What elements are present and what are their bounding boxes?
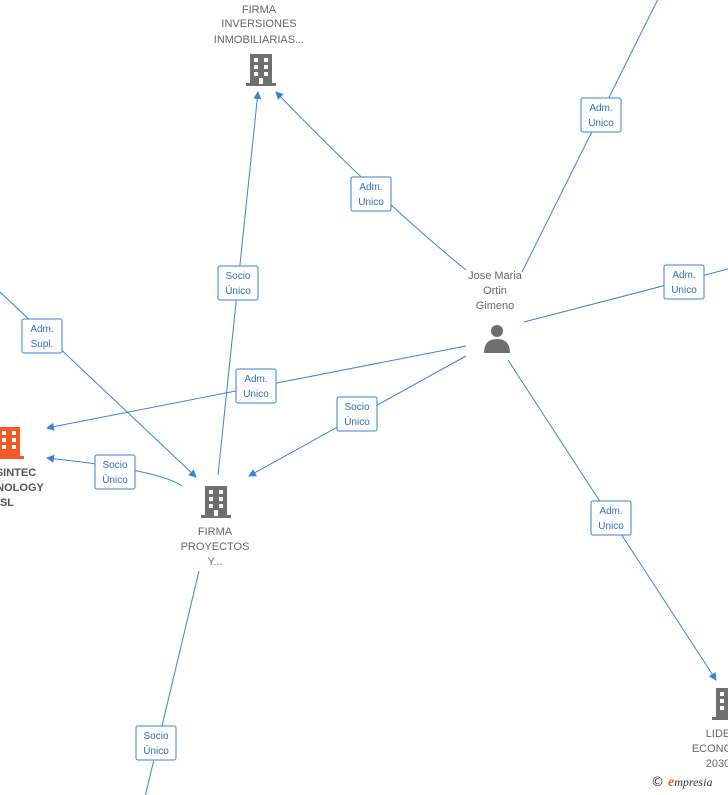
edge-label-line: Único (225, 284, 251, 297)
edge-label-line: Adm. (244, 374, 267, 385)
edge-label-line: Unico (671, 285, 697, 296)
edge-label-line: Socio (143, 731, 168, 742)
edge-label-line: Único (102, 473, 128, 486)
node-label-line: Jose Maria (468, 270, 523, 282)
edge-label-jose-inversiones[interactable]: Adm. Unico (350, 176, 392, 212)
node-label-line: INVERSIONES (221, 18, 296, 30)
empresia-brand[interactable]: © empresia (651, 775, 712, 791)
node-label-line: NOLOGY (0, 482, 44, 494)
node-jose-maria[interactable]: Jose Maria Ortin Gimeno (468, 270, 523, 353)
edge-label-jose-lider[interactable]: Adm. Unico (590, 500, 632, 536)
node-label-line: SINTEC (0, 467, 36, 479)
edge-label-line: Socio (225, 271, 250, 282)
node-label-line: Y... (207, 556, 222, 568)
edge-label-line: Adm. (599, 506, 622, 517)
node-label-line: Ortin (483, 285, 507, 297)
person-icon (484, 325, 510, 353)
building-icon (246, 54, 276, 86)
node-label-line: ECONO (692, 743, 728, 755)
edge-label-bottom-proyectos[interactable]: Socio Único (135, 725, 177, 761)
edge-label-line: Supl. (31, 339, 54, 350)
building-icon (201, 486, 231, 518)
edge-label-line: Único (143, 744, 169, 757)
node-inversiones[interactable]: FIRMA INVERSIONES INMOBILIARIAS... (214, 4, 304, 86)
edge-bottom-proyectos[interactable] (144, 570, 200, 795)
edge-label-line: Unico (243, 389, 269, 400)
node-label-line: FIRMA (198, 526, 233, 538)
edge-label-line: Único (344, 415, 370, 428)
edge-proyectos-sintec[interactable] (46, 454, 183, 487)
edge-label-line: Adm. (30, 324, 53, 335)
building-icon (712, 688, 728, 720)
node-label-line: FIRMA (242, 4, 277, 16)
edge-labels: Adm. Unico Socio Único Adm. Unico Adm. U… (21, 97, 705, 761)
edge-label-topleft-proyectos[interactable]: Adm. Supl. (21, 318, 63, 354)
node-label-line: INMOBILIARIAS... (214, 34, 304, 46)
node-label-line: 2030 (706, 758, 728, 770)
edge-label-jose-topright[interactable]: Adm. Unico (580, 97, 622, 133)
node-sintec[interactable]: SINTEC NOLOGY SL (0, 427, 44, 509)
edge-label-proyectos-inversiones[interactable]: Socio Único (217, 265, 259, 301)
edge-jose-topright[interactable] (521, 0, 660, 273)
edge-label-line: Unico (598, 521, 624, 532)
brand-name: mpresia (674, 775, 713, 789)
copyright-symbol: © (651, 775, 664, 790)
edge-label-line: Unico (588, 118, 614, 129)
brand-initial: e (668, 775, 675, 790)
edge-label-line: Adm. (672, 270, 695, 281)
building-icon (0, 427, 24, 459)
edge-label-line: Socio (102, 460, 127, 471)
node-label-line: LIDE (706, 728, 728, 740)
edge-label-jose-sintec[interactable]: Adm. Unico (235, 368, 277, 404)
edge-label-proyectos-sintec[interactable]: Socio Único (94, 454, 136, 490)
edge-label-jose-right[interactable]: Adm. Unico (663, 264, 705, 300)
edge-label-line: Adm. (589, 103, 612, 114)
node-label-line: SL (0, 497, 14, 509)
node-label-line: Gimeno (476, 300, 515, 312)
edge-label-line: Socio (344, 402, 369, 413)
edge-label-line: Unico (358, 197, 384, 208)
node-label-line: PROYECTOS (181, 541, 250, 553)
edge-label-jose-proyectos[interactable]: Socio Único (336, 396, 378, 432)
node-lider[interactable]: LIDE ECONO 2030 (692, 688, 728, 770)
edge-label-line: Adm. (359, 182, 382, 193)
node-proyectos[interactable]: FIRMA PROYECTOS Y... (181, 486, 250, 568)
